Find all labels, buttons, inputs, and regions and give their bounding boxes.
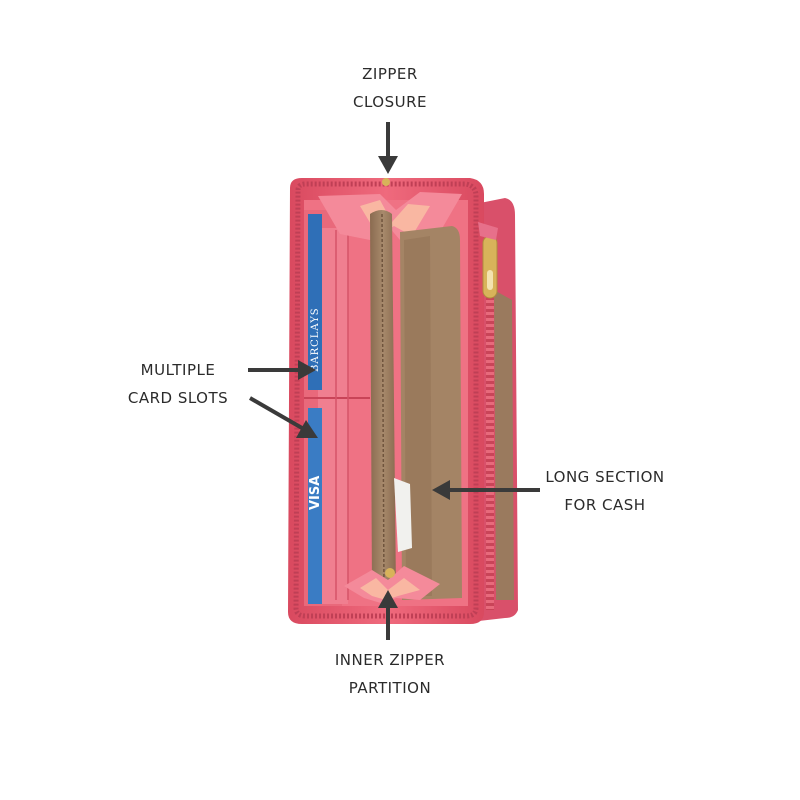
arrow-cash-section <box>432 480 540 500</box>
bottom-gusset <box>344 566 440 604</box>
callout-zipper-closure-line1: ZIPPER <box>362 65 418 83</box>
callout-inner-zipper-line2: PARTITION <box>348 679 432 697</box>
card-top <box>308 214 322 390</box>
callout-cash-section: LONG SECTION FOR CASH <box>535 463 675 519</box>
callout-cash-section-line2: FOR CASH <box>564 496 646 514</box>
receipt-paper <box>394 478 412 552</box>
card-brand-bottom: VISA <box>308 476 323 510</box>
inner-zipper-partition <box>370 210 396 596</box>
card-brand-top: BARCLAYS <box>310 307 321 372</box>
side-zipper-pull-hole <box>487 270 493 290</box>
callout-card-slots: MULTIPLE CARD SLOTS <box>118 356 238 412</box>
callout-cash-section-line1: LONG SECTION <box>545 468 665 486</box>
callout-inner-zipper: INNER ZIPPER PARTITION <box>320 646 460 702</box>
rear-gusset-lining <box>494 290 514 600</box>
outer-zipper <box>293 181 479 619</box>
arrow-card-slots-top <box>248 360 316 380</box>
inner-zipper-pull <box>385 568 395 578</box>
callout-card-slots-line1: MULTIPLE <box>140 361 216 379</box>
callout-zipper-closure-line2: CLOSURE <box>352 93 427 111</box>
arrow-zipper-closure <box>378 122 398 174</box>
card-bottom <box>308 408 322 604</box>
arrow-inner-zipper <box>378 590 398 640</box>
top-zipper-pull <box>382 178 390 186</box>
card-slot-panel-2 <box>318 228 348 604</box>
rear-zipper-track <box>486 230 494 610</box>
bottom-gusset-inner <box>360 578 420 600</box>
partition-zipper-line <box>381 213 385 593</box>
cash-section-shade <box>404 236 432 596</box>
callout-zipper-closure: ZIPPER CLOSURE <box>340 60 440 116</box>
callout-card-slots-line2: CARD SLOTS <box>127 389 229 407</box>
side-zipper-tab <box>478 222 498 240</box>
arrow-card-slots-bottom <box>249 396 318 438</box>
callout-inner-zipper-line1: INNER ZIPPER <box>334 651 446 669</box>
